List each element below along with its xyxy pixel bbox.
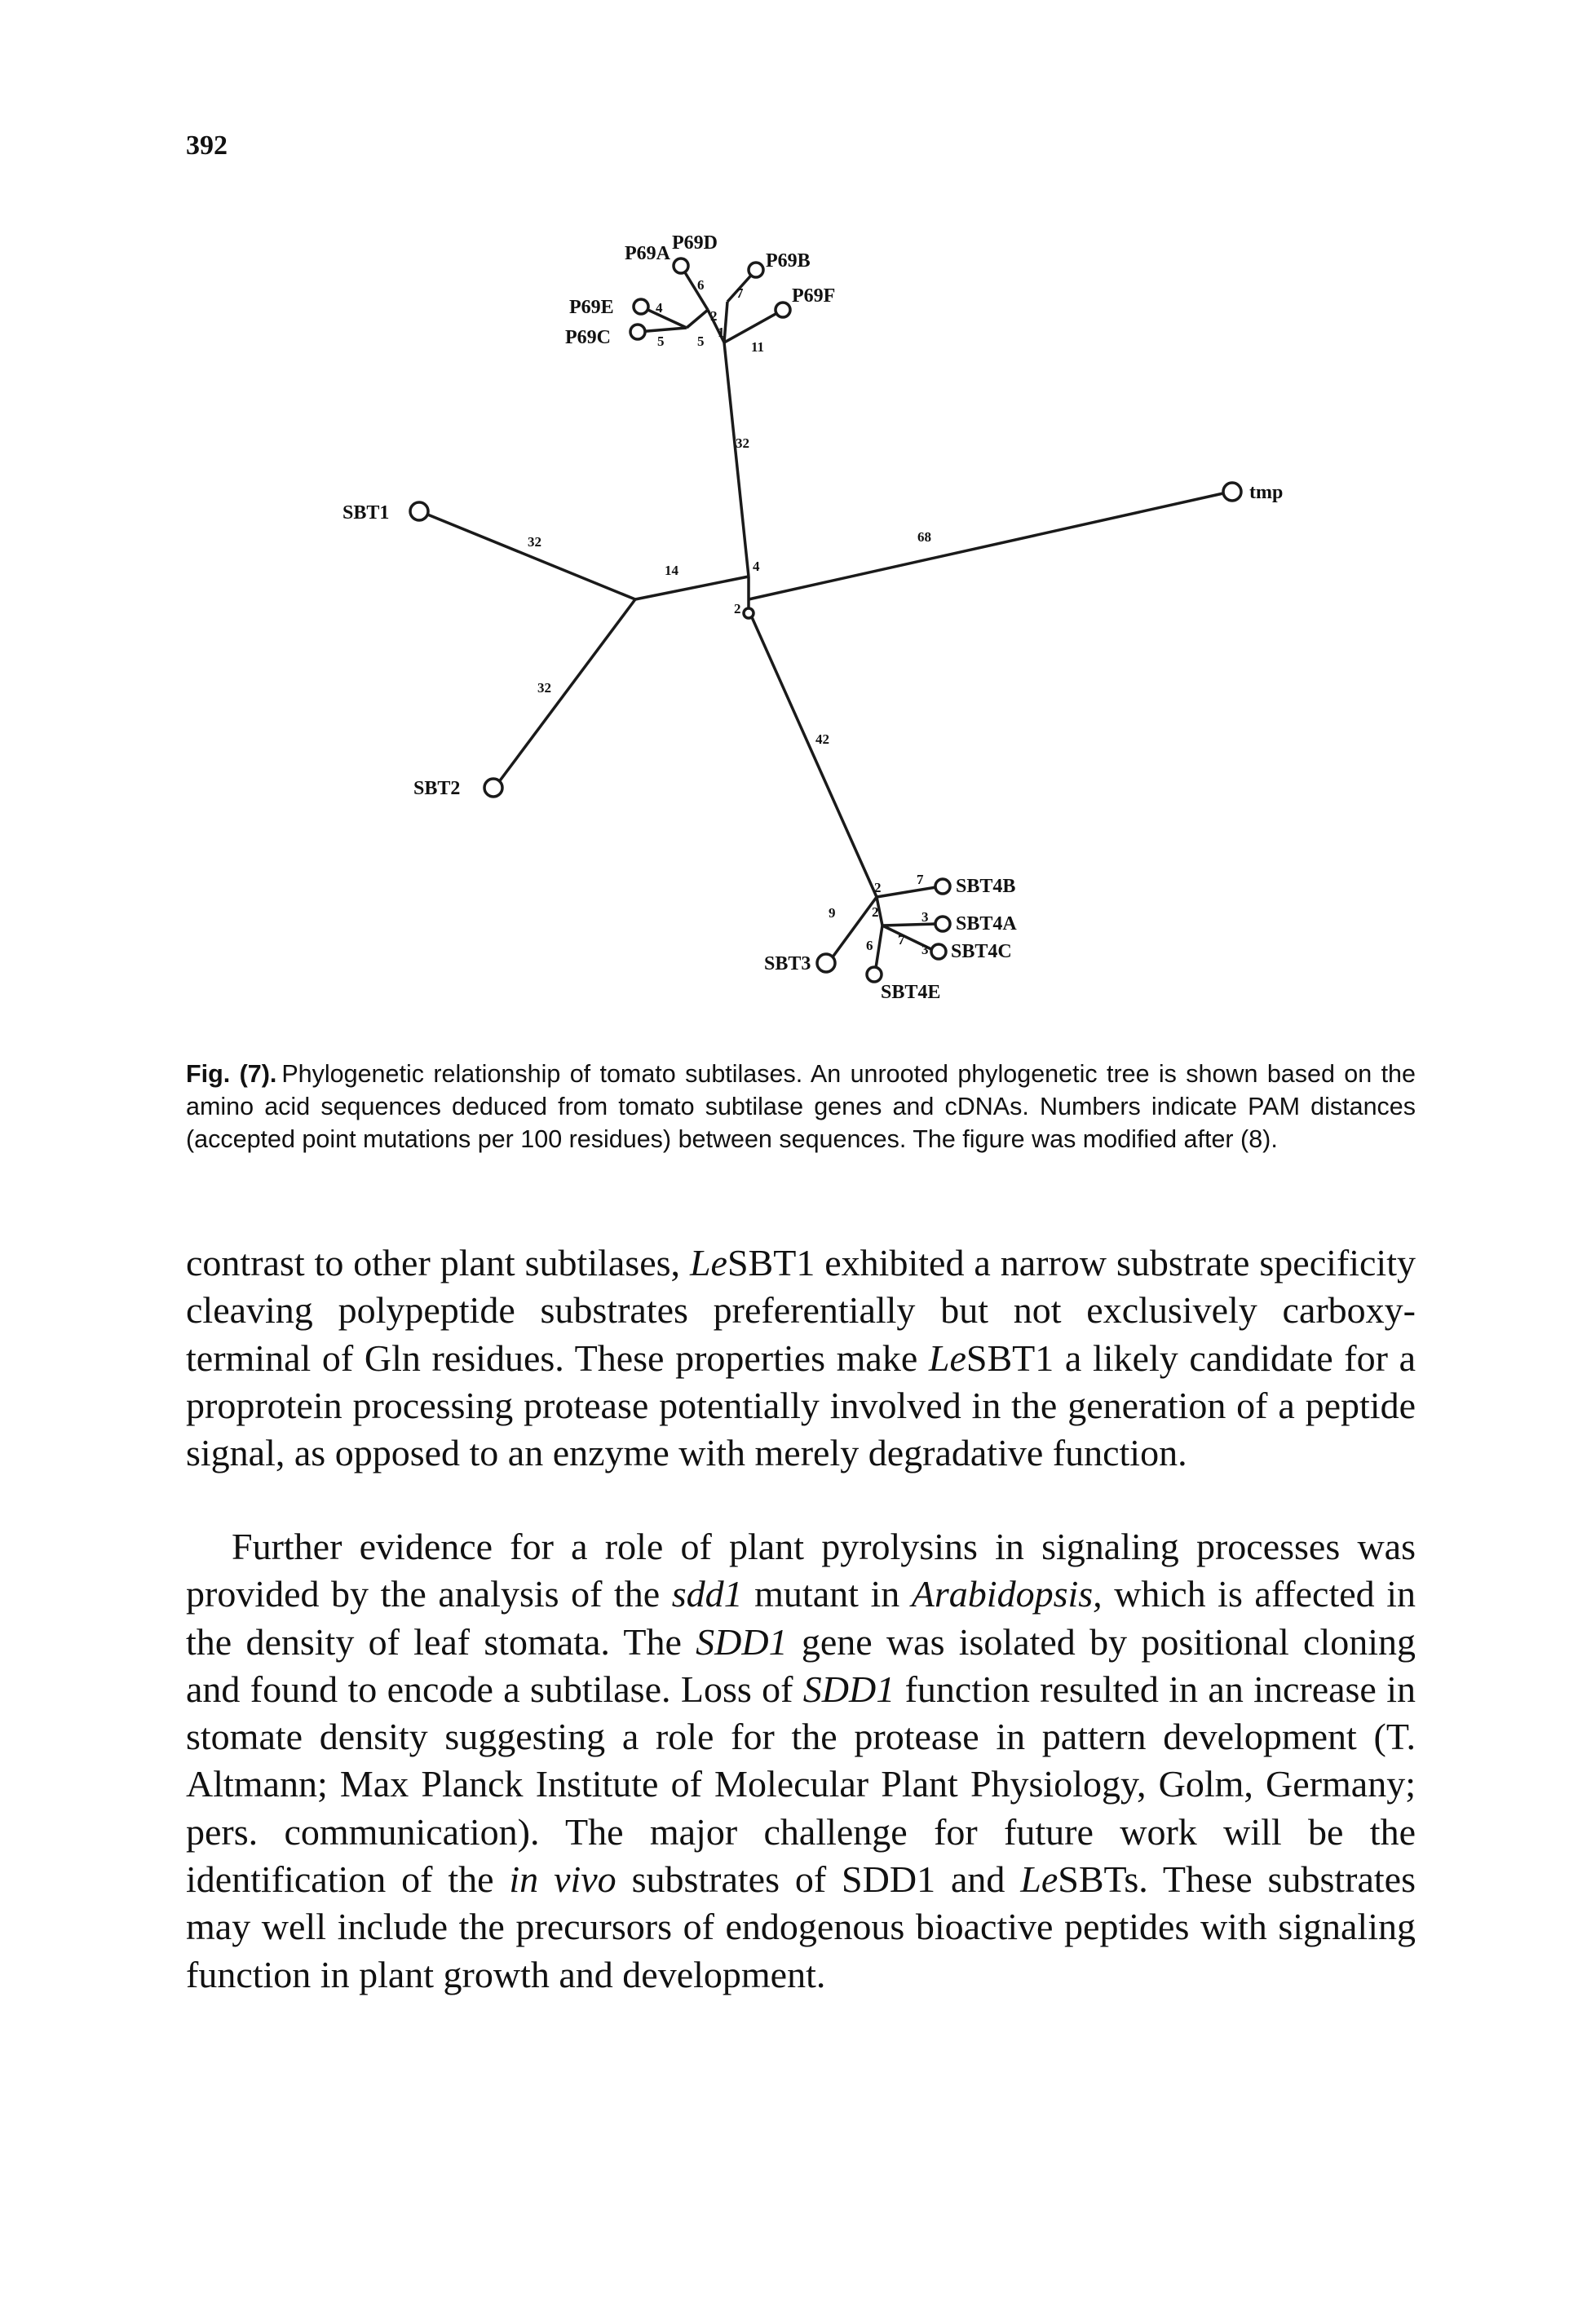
branch-to-sbt4c <box>882 924 934 952</box>
branch-to-sbt1 <box>425 512 636 601</box>
dist-label-sbt2: 32 <box>537 680 551 696</box>
tree-distance-labels: 6 7 4 5 5 2 1 11 32 32 68 14 4 2 32 42 2… <box>528 277 931 957</box>
dist-label-p69-stem: 32 <box>736 435 749 451</box>
phylogenetic-tree-figure: P69A P69D P69B P69E P69F P69C SBT1 tmp S… <box>343 232 1283 1003</box>
dist-label-center-down: 2 <box>734 601 741 616</box>
figure-caption: Fig. (7).Phylogenetic relationship of to… <box>186 1058 1416 1155</box>
leaf-label-sbt3: SBT3 <box>764 953 811 974</box>
p2-text-7: SBTs. These substrates may well include … <box>186 1858 1416 1995</box>
p2-italic-sdd1-function: SDD1 <box>802 1668 895 1710</box>
dist-label-tmp: 68 <box>917 529 931 545</box>
dist-label-p69f: 11 <box>751 339 764 355</box>
branch-sbt4-node-to-sbt4b <box>876 886 937 899</box>
dist-label-sbt4-stem: 42 <box>815 731 829 747</box>
dist-label-sbt4-int3: 7 <box>898 932 905 948</box>
branch-to-p69f <box>723 308 784 344</box>
branch-to-sbt4e <box>874 925 884 969</box>
tip-p69b <box>747 261 765 279</box>
p2-italic-in-vivo: in vivo <box>509 1858 617 1901</box>
p1-italic-le-1: Le <box>689 1242 727 1284</box>
p2-text-4: gene was isolated by positional cloning … <box>186 1620 1416 1710</box>
leaf-label-p69e: P69E <box>569 297 614 318</box>
tip-center <box>742 607 755 620</box>
dist-label-p69-int-b: 2 <box>710 308 718 324</box>
leaf-label-p69a: P69A <box>625 243 671 264</box>
p2-text-5: function resulted in an increase in stom… <box>186 1668 1416 1901</box>
tip-sbt4c <box>930 943 948 961</box>
dist-label-sbt1: 32 <box>528 534 541 550</box>
p1-text-2: SBT1 exhibited a narrow substrate specif… <box>186 1242 1416 1379</box>
tip-sbt1 <box>409 501 430 522</box>
p1-text-3: SBT1 a likely candidate for a proprotein… <box>186 1337 1416 1474</box>
p2-text-6: substrates of SDD1 and <box>616 1858 1021 1901</box>
p2-italic-le: Le <box>1020 1858 1058 1901</box>
dist-label-sbt1-int: 14 <box>665 563 679 578</box>
tip-sbt4e <box>865 965 883 983</box>
tip-p69a <box>672 257 690 275</box>
leaf-label-sbt1: SBT1 <box>343 502 389 524</box>
leaf-label-sbt4e: SBT4E <box>881 982 940 1003</box>
dist-label-sbt4e: 6 <box>866 938 873 953</box>
tip-p69c <box>629 323 647 341</box>
p2-italic-sdd1-gene: SDD1 <box>696 1620 788 1663</box>
tip-p69e <box>632 298 650 316</box>
p2-text-1: Further evidence for a role of plant pyr… <box>186 1526 1416 1615</box>
branch-to-sbt3 <box>830 895 878 960</box>
leaf-label-sbt4c: SBT4C <box>951 941 1012 962</box>
branch-to-sbt4a <box>882 922 937 927</box>
tree-branches <box>425 265 1224 969</box>
p2-italic-arabidopsis: Arabidopsis, <box>911 1573 1103 1615</box>
body-paragraph-2: Further evidence for a role of plant pyr… <box>186 1523 1416 1999</box>
dist-label-p69b: 7 <box>736 285 744 301</box>
p2-text-3: which is affected in the density of leaf… <box>186 1573 1416 1663</box>
branch-p69-to-left-node <box>685 308 709 329</box>
p1-italic-le-2: Le <box>928 1337 966 1379</box>
dist-label-p69a: 6 <box>697 277 705 293</box>
dist-label-p69e: 4 <box>656 300 663 316</box>
tree-leaf-labels: P69A P69D P69B P69E P69F P69C SBT1 tmp S… <box>343 232 1283 1003</box>
branch-to-sbt2 <box>497 598 637 784</box>
dist-label-center-up: 4 <box>753 559 760 574</box>
leaf-label-p69d: P69D <box>672 232 718 254</box>
p2-text-2: mutant in <box>742 1573 912 1615</box>
dist-label-p69-int-c: 1 <box>718 325 725 340</box>
leaf-label-sbt2: SBT2 <box>413 778 460 799</box>
leaf-label-sbt4b: SBT4B <box>956 876 1015 897</box>
branch-sbt4-stem <box>747 609 878 898</box>
body-paragraph-1: contrast to other plant subtilases, LeSB… <box>186 1239 1416 1477</box>
branch-sbt4-node-down <box>875 896 884 926</box>
dist-label-p69-int-a: 5 <box>697 334 705 349</box>
branch-p69-node-a <box>706 309 726 343</box>
tip-sbt3 <box>815 952 837 974</box>
leaf-label-tmp: tmp <box>1249 482 1283 503</box>
tip-sbt2 <box>483 777 504 798</box>
page-number: 392 <box>186 130 228 161</box>
p1-text-1: contrast to other plant subtilases, <box>186 1242 690 1284</box>
leaf-label-p69c: P69C <box>565 327 611 348</box>
tip-sbt4a <box>934 915 952 933</box>
dist-label-sbt4c: 3 <box>921 942 929 957</box>
figure-caption-text: Phylogenetic relationship of tomato subt… <box>186 1060 1416 1153</box>
branch-center-to-p69-stem <box>723 342 750 577</box>
tip-tmp <box>1222 481 1243 502</box>
leaf-label-p69b: P69B <box>766 250 811 272</box>
dist-label-sbt3: 9 <box>829 905 836 921</box>
dist-label-sbt4b: 7 <box>917 872 924 887</box>
tip-p69f <box>774 301 792 319</box>
tree-tips <box>409 257 1243 983</box>
tip-sbt4b <box>934 877 952 895</box>
branch-p69-node-b <box>723 301 729 343</box>
figure-caption-label: Fig. (7). <box>186 1060 277 1088</box>
leaf-label-p69f: P69F <box>792 285 835 307</box>
dist-label-sbt4-int2: 2 <box>872 904 879 920</box>
dist-label-p69c: 5 <box>657 334 665 349</box>
dist-label-sbt4-int: 2 <box>874 880 882 895</box>
dist-label-sbt4a: 3 <box>921 909 929 925</box>
p2-italic-sdd1: sdd1 <box>671 1573 743 1615</box>
branch-sbt1-node-to-center <box>634 575 749 601</box>
branch-center-to-tmp <box>748 492 1224 601</box>
leaf-label-sbt4a: SBT4A <box>956 913 1017 934</box>
